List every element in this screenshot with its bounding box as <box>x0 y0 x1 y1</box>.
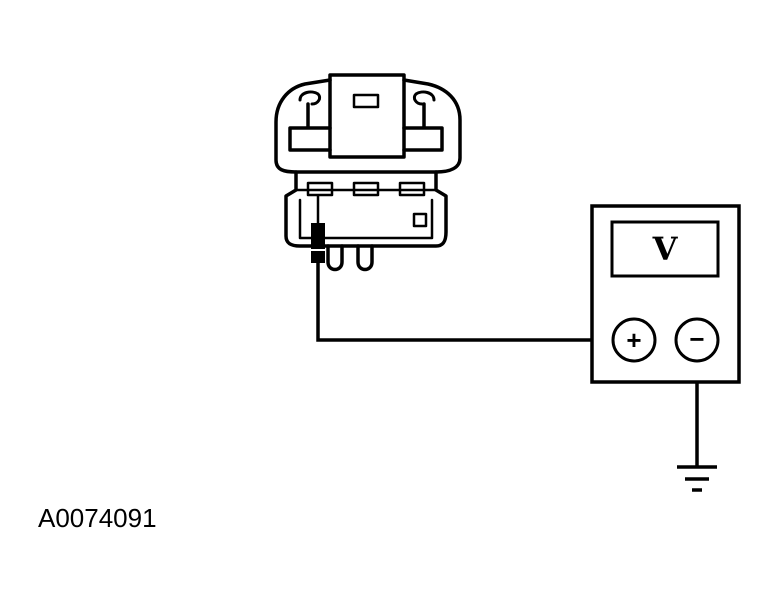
connector-inner-wall <box>294 188 438 240</box>
figure-id-label: A0074091 <box>38 503 157 533</box>
ground-icon <box>677 465 717 492</box>
left-clip <box>298 90 322 106</box>
terminal-slot-2 <box>352 181 380 197</box>
right-clip <box>412 90 436 106</box>
positive-lead-wire <box>316 260 614 342</box>
latch-tab <box>352 93 380 109</box>
voltmeter: V + − <box>590 204 741 384</box>
left-shoulder <box>288 102 332 152</box>
connector-housing <box>274 78 462 174</box>
connector-pin-left <box>326 244 344 272</box>
test-probe <box>310 196 326 263</box>
terminal-slot-3 <box>398 181 426 197</box>
negative-terminal <box>674 317 720 363</box>
connector-body <box>284 170 448 248</box>
terminal-slot-1 <box>306 181 334 197</box>
voltmeter-display <box>610 220 720 278</box>
connector-pin-right <box>356 244 374 272</box>
positive-terminal <box>611 317 657 363</box>
negative-terminal-symbol: − <box>689 324 704 354</box>
positive-terminal-symbol: + <box>626 325 641 355</box>
right-shoulder <box>402 102 444 152</box>
voltmeter-display-symbol: V <box>652 230 679 268</box>
electrical-connector <box>274 73 462 272</box>
connector-latch <box>328 73 406 159</box>
lock-window <box>412 212 428 228</box>
probe-body <box>311 223 325 263</box>
